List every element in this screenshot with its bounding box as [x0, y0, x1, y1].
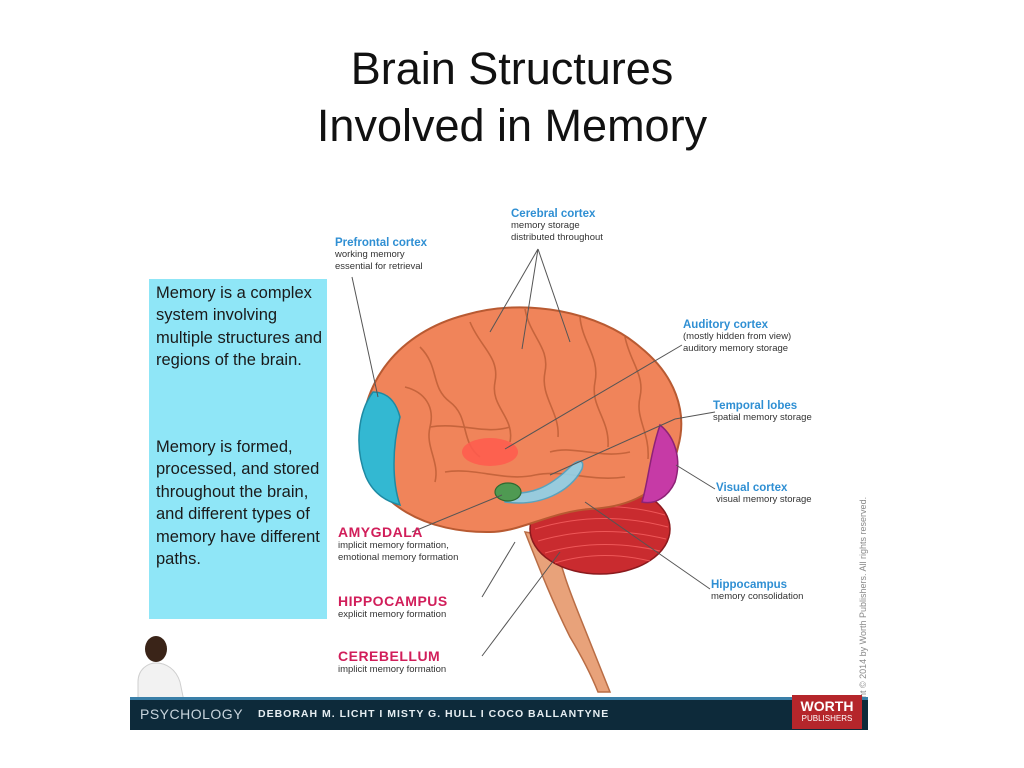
label-cerebral-desc: memory storage distributed throughout [511, 220, 603, 243]
label-amygdala: AMYGDALA implicit memory formation, emot… [338, 524, 458, 564]
cerebrum-shape [360, 306, 683, 534]
label-auditory: Auditory cortex (mostly hidden from view… [683, 319, 791, 355]
leader-lines [351, 248, 716, 657]
label-auditory-desc: (mostly hidden from view) auditory memor… [683, 331, 792, 354]
cortex-folds [404, 308, 649, 483]
label-cerebral-title: Cerebral cortex [511, 208, 596, 220]
label-amygdala-title: AMYGDALA [338, 524, 423, 540]
label-temporal-title: Temporal lobes [713, 400, 798, 412]
info-paragraph-2: Memory is formed, processed, and stored … [156, 438, 320, 569]
label-visual-title: Visual cortex [716, 482, 788, 494]
footer-authors: DEBORAH M. LICHT I MISTY G. HULL I COCO … [258, 708, 610, 720]
label-hippocampus-left-desc: explicit memory formation [338, 609, 447, 620]
prefrontal-shape [358, 391, 402, 507]
label-visual-desc: visual memory storage [716, 494, 812, 505]
label-auditory-title: Auditory cortex [683, 319, 768, 331]
label-hippocampus-right-desc: memory consolidation [711, 591, 804, 602]
publisher-name: WORTH [800, 698, 854, 714]
label-amygdala-desc: implicit memory formation, emotional mem… [338, 540, 459, 563]
footer-series: PSYCHOLOGY [140, 706, 244, 722]
label-hippocampus-right-title: Hippocampus [711, 579, 788, 591]
info-paragraph-1: Memory is a complex system involving mul… [156, 284, 322, 370]
label-cerebellum-title: CEREBELLUM [338, 648, 441, 664]
label-cerebral: Cerebral cortex memory storage distribut… [511, 208, 603, 244]
slide-title: Brain Structures Involved in Memory [316, 43, 708, 151]
label-hippocampus-left: HIPPOCAMPUS explicit memory formation [338, 593, 448, 621]
auditory-cortex-shape [462, 438, 518, 466]
label-prefrontal-desc: working memory essential for retrieval [335, 249, 423, 272]
brain-figure: Memory is a complex system involving mul… [130, 197, 868, 730]
label-prefrontal: Prefrontal cortex working memory essenti… [335, 237, 427, 273]
worth-publishers-logo: WORTH PUBLISHERS [792, 695, 862, 729]
label-hippocampus-right: Hippocampus memory consolidation [711, 579, 803, 603]
brain-illustration [351, 248, 716, 693]
brain-stem-shape [523, 531, 612, 693]
label-hippocampus-left-title: HIPPOCAMPUS [338, 593, 448, 609]
footer-bar: PSYCHOLOGY DEBORAH M. LICHT I MISTY G. H… [130, 697, 868, 730]
label-temporal: Temporal lobes spatial memory storage [713, 400, 812, 424]
label-visual: Visual cortex visual memory storage [716, 482, 812, 506]
publisher-sub: PUBLISHERS [801, 714, 853, 723]
visual-cortex-shape [641, 423, 679, 504]
amygdala-shape [494, 482, 522, 502]
label-cerebellum-desc: implicit memory formation [338, 664, 447, 675]
label-temporal-desc: spatial memory storage [713, 412, 812, 423]
footer-stripe [130, 697, 868, 700]
label-prefrontal-title: Prefrontal cortex [335, 237, 428, 249]
info-box: Memory is a complex system involving mul… [149, 279, 327, 619]
label-cerebellum: CEREBELLUM implicit memory formation [338, 648, 446, 676]
